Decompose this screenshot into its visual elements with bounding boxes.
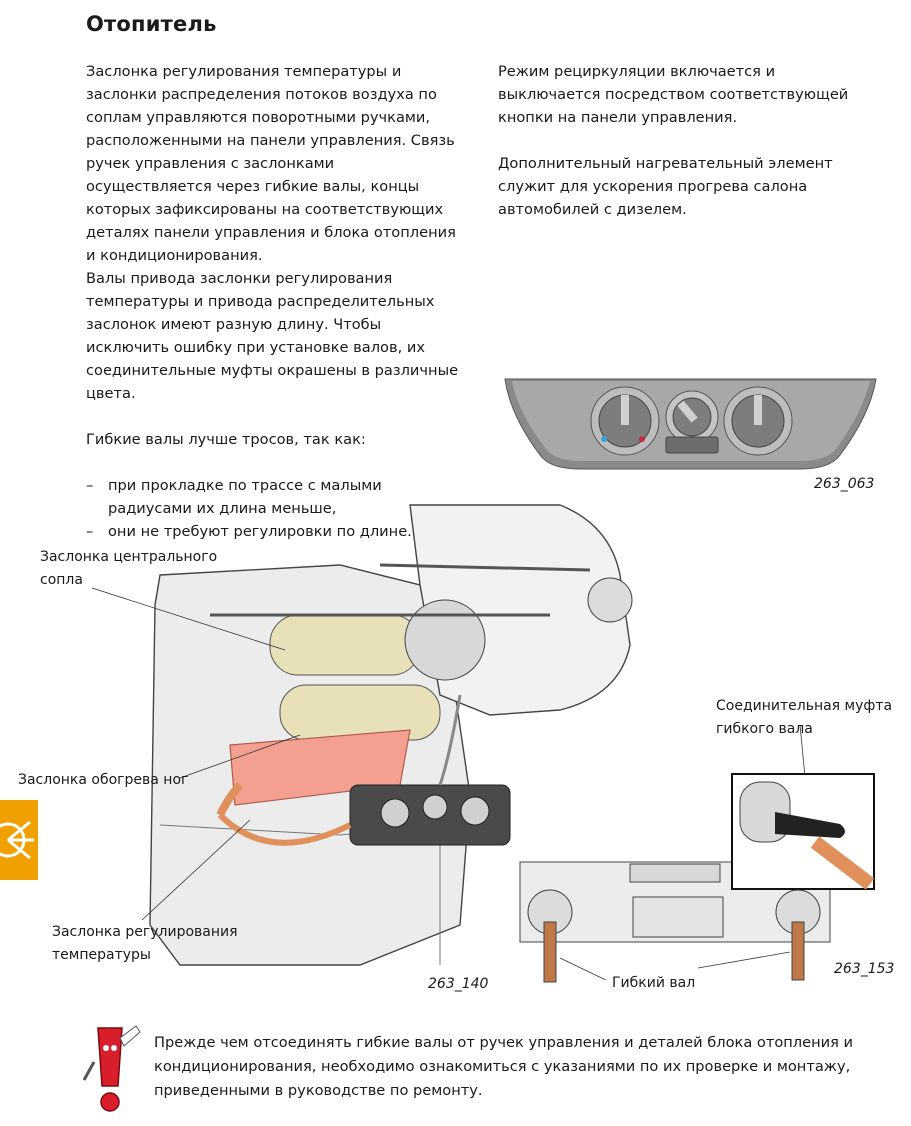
callout-flexible-shaft: Гибкий вал [612,975,696,991]
callout-temperature-flap: Заслонка регулирования температуры [52,921,238,967]
para-2-line: температуры и привода распределительных [86,293,435,310]
para-line: Режим рециркуляции включается и [498,63,776,80]
para-1-line: деталях панели управления и блока отопле… [86,224,456,241]
para-1-line: Заслонка регулирования температуры и [86,63,402,80]
bullet-marker: – [86,523,94,540]
para-2-line: цвета. [86,385,136,402]
para-line: служит для ускорения прогрева салона [498,178,808,195]
para-line: выключается посредством соответствующей [498,86,849,103]
callout-line: гибкого вала [716,721,813,737]
para-1-line: которых зафиксированы на соответствующих [86,201,444,218]
para-line: Дополнительный нагревательный элемент [498,155,833,172]
para-2-line: Валы привода заслонки регулирования [86,270,393,287]
callout-line: Заслонка регулирования [52,924,238,940]
callout-line: температуры [52,947,151,963]
bullet-marker: – [86,477,94,494]
callout-lines [91,587,809,980]
para-2-line: заслонок имеют разную длину. Чтобы [86,316,382,333]
list-item-line: при прокладке по трассе с малыми [108,477,382,494]
note-line: кондиционирования, необходимо ознакомить… [154,1058,851,1075]
temperature-knob [590,386,660,456]
list-item: – при прокладке по трассе с малыми радиу… [86,474,486,520]
figure-number: 263_063 [814,476,875,492]
fan-knob [665,390,719,454]
right-column: Режим рециркуляции включается и выключае… [498,60,878,221]
callout-line: сопла [40,572,83,588]
figure-number: 263_140 [428,976,489,992]
warning-exclamation-icon [82,1025,141,1112]
callout-central-nozzle-flap: Заслонка центрального сопла [40,546,217,592]
page-title: Отопитель [86,12,217,36]
para-line: автомобилей с дизелем. [498,201,687,218]
callout-line: Соединительная муфта [716,698,893,714]
callout-footwell-flap: Заслонка обогрева ног [18,772,189,788]
para-1-line: ручек управления с заслонками [86,155,335,172]
left-column: Заслонка регулирования температуры и зас… [86,60,486,543]
warning-note: Прежде чем отсоединять гибкие валы от ру… [154,1031,874,1103]
figure-number: 263_153 [834,961,895,977]
para-2-line: соединительные муфты окрашены в различны… [86,362,459,379]
distribution-knob [723,386,793,456]
section-tab-icon [0,800,38,880]
callout-shaft-coupling: Соединительная муфта гибкого вала [716,695,892,741]
para-1-line: расположенными на панели управления. Свя… [86,132,455,149]
list-item: – они не требуют регулировки по длине. [86,520,486,543]
note-line: приведенными в руководстве по ремонту. [154,1082,483,1099]
list-item-line: они не требуют регулировки по длине. [108,523,412,540]
para-2-line: исключить ошибку при установке валов, их [86,339,425,356]
note-line: Прежде чем отсоединять гибкие валы от ру… [154,1034,854,1051]
control-panel-illustration [504,378,877,470]
para-1-line: соплам управляются поворотными ручками, [86,109,431,126]
para-line: кнопки на панели управления. [498,109,738,126]
callout-line: Заслонка центрального [40,549,218,565]
heater-unit-illustration [149,504,633,966]
para-1-line: заслонки распределения потоков воздуха п… [86,86,437,103]
list-item-line: радиусами их длина меньше, [108,500,337,517]
list-intro: Гибкие валы лучше тросов, так как: [86,431,366,448]
para-1-line: осуществляется через гибкие валы, концы [86,178,420,195]
para-1-line: и кондиционирования. [86,247,263,264]
coupling-detail-illustration [519,773,875,983]
